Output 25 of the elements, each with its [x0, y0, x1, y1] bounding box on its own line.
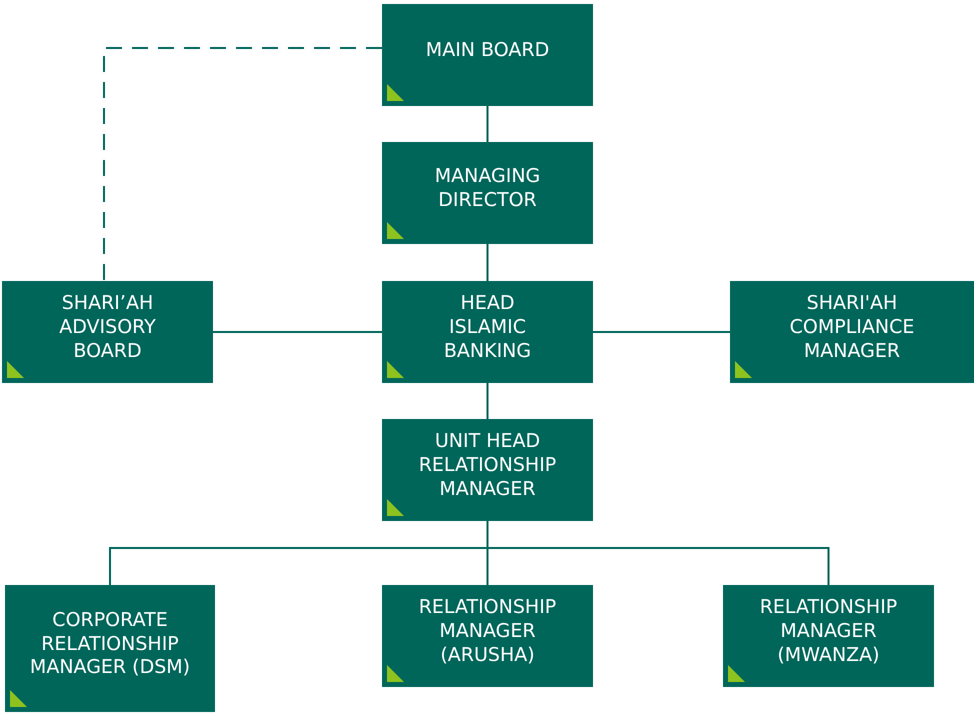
box-label: RELATIONSHIP MANAGER (MWANZA)	[758, 596, 898, 668]
org-box	[382, 281, 593, 383]
org-box	[382, 142, 593, 244]
connector-line	[486, 383, 488, 419]
box-label: UNIT HEAD RELATIONSHIP MANAGER	[418, 430, 558, 502]
org-box	[5, 585, 215, 712]
connector-line	[593, 331, 730, 333]
box-label: MANAGING DIRECTOR	[434, 165, 542, 213]
box-label: CORPORATE RELATIONSHIP MANAGER (DSM)	[28, 608, 192, 680]
org-box	[730, 281, 974, 383]
org-box	[2, 281, 213, 383]
box-label: HEAD ISLAMIC BANKING	[442, 292, 532, 364]
org-box	[382, 585, 593, 687]
org-box	[723, 585, 934, 687]
box-label: SHARI'AH COMPLIANCE MANAGER	[788, 292, 916, 364]
box-label: SHARI’AH ADVISORY BOARD	[58, 292, 157, 364]
org-box	[382, 4, 593, 106]
box-label: MAIN BOARD	[426, 39, 550, 63]
connector-line	[486, 521, 830, 585]
connector-line	[213, 331, 382, 333]
box-label: RELATIONSHIP MANAGER (ARUSHA)	[418, 596, 558, 668]
org-box	[382, 419, 593, 521]
connector-line	[486, 106, 488, 142]
dashed-connector	[103, 47, 382, 281]
connector-line	[486, 244, 488, 281]
